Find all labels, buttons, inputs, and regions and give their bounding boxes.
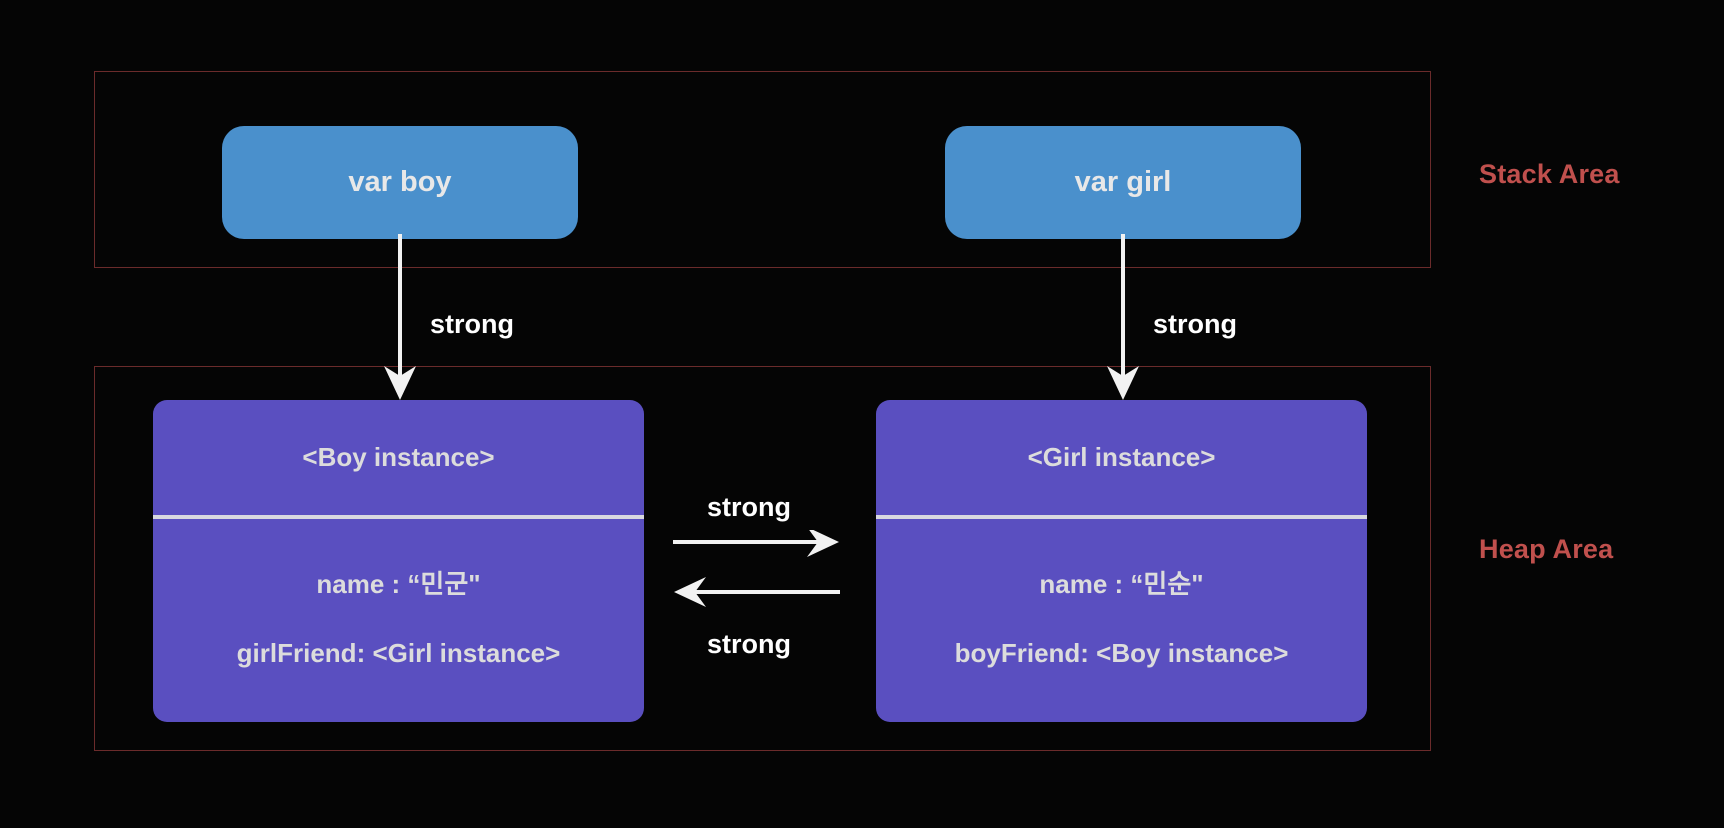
stack-variable-boy[interactable]: var boy [222,126,578,239]
heap-instance-girl[interactable]: <Girl instance> name : “민순" boyFriend: <… [876,400,1367,722]
stack-variable-girl[interactable]: var girl [945,126,1301,239]
heap-instance-boy-divider [153,515,644,519]
heap-instance-girl-field-name: name : “민순" [1039,569,1204,599]
heap-instance-boy[interactable]: <Boy instance> name : “민군" girlFriend: <… [153,400,644,722]
heap-instance-girl-title: <Girl instance> [1027,442,1216,472]
heap-instance-girl-body: name : “민순" boyFriend: <Boy instance> [876,519,1367,722]
stack-variable-boy-label: var boy [348,166,452,198]
reference-label-boy-to-girl: strong [707,492,791,522]
reference-label-girl-to-boy: strong [707,629,791,659]
reference-arrow-girl-to-boy [674,577,840,607]
heap-instance-boy-title: <Boy instance> [302,442,495,472]
heap-area-label: Heap Area [1479,534,1614,564]
heap-area-frame [94,366,1431,751]
heap-instance-girl-header: <Girl instance> [876,400,1367,515]
heap-instance-boy-header: <Boy instance> [153,400,644,515]
reference-arrow-girl-down [1107,234,1139,400]
heap-instance-boy-field-girlfriend: girlFriend: <Girl instance> [236,638,561,668]
heap-instance-boy-body: name : “민군" girlFriend: <Girl instance> [153,519,644,722]
reference-label-girl-down: strong [1153,309,1237,339]
heap-instance-boy-field-name: name : “민군" [316,569,481,599]
stack-variable-girl-label: var girl [1074,166,1172,198]
reference-arrow-boy-down [384,234,416,400]
reference-arrows-between-instances [673,530,840,607]
heap-instance-girl-field-boyfriend: boyFriend: <Boy instance> [954,638,1289,668]
reference-label-boy-down: strong [430,309,514,339]
heap-instance-girl-divider [876,515,1367,519]
stack-area-label: Stack Area [1479,159,1620,189]
reference-arrow-boy-to-girl [673,530,839,557]
stack-area-frame [94,71,1431,268]
